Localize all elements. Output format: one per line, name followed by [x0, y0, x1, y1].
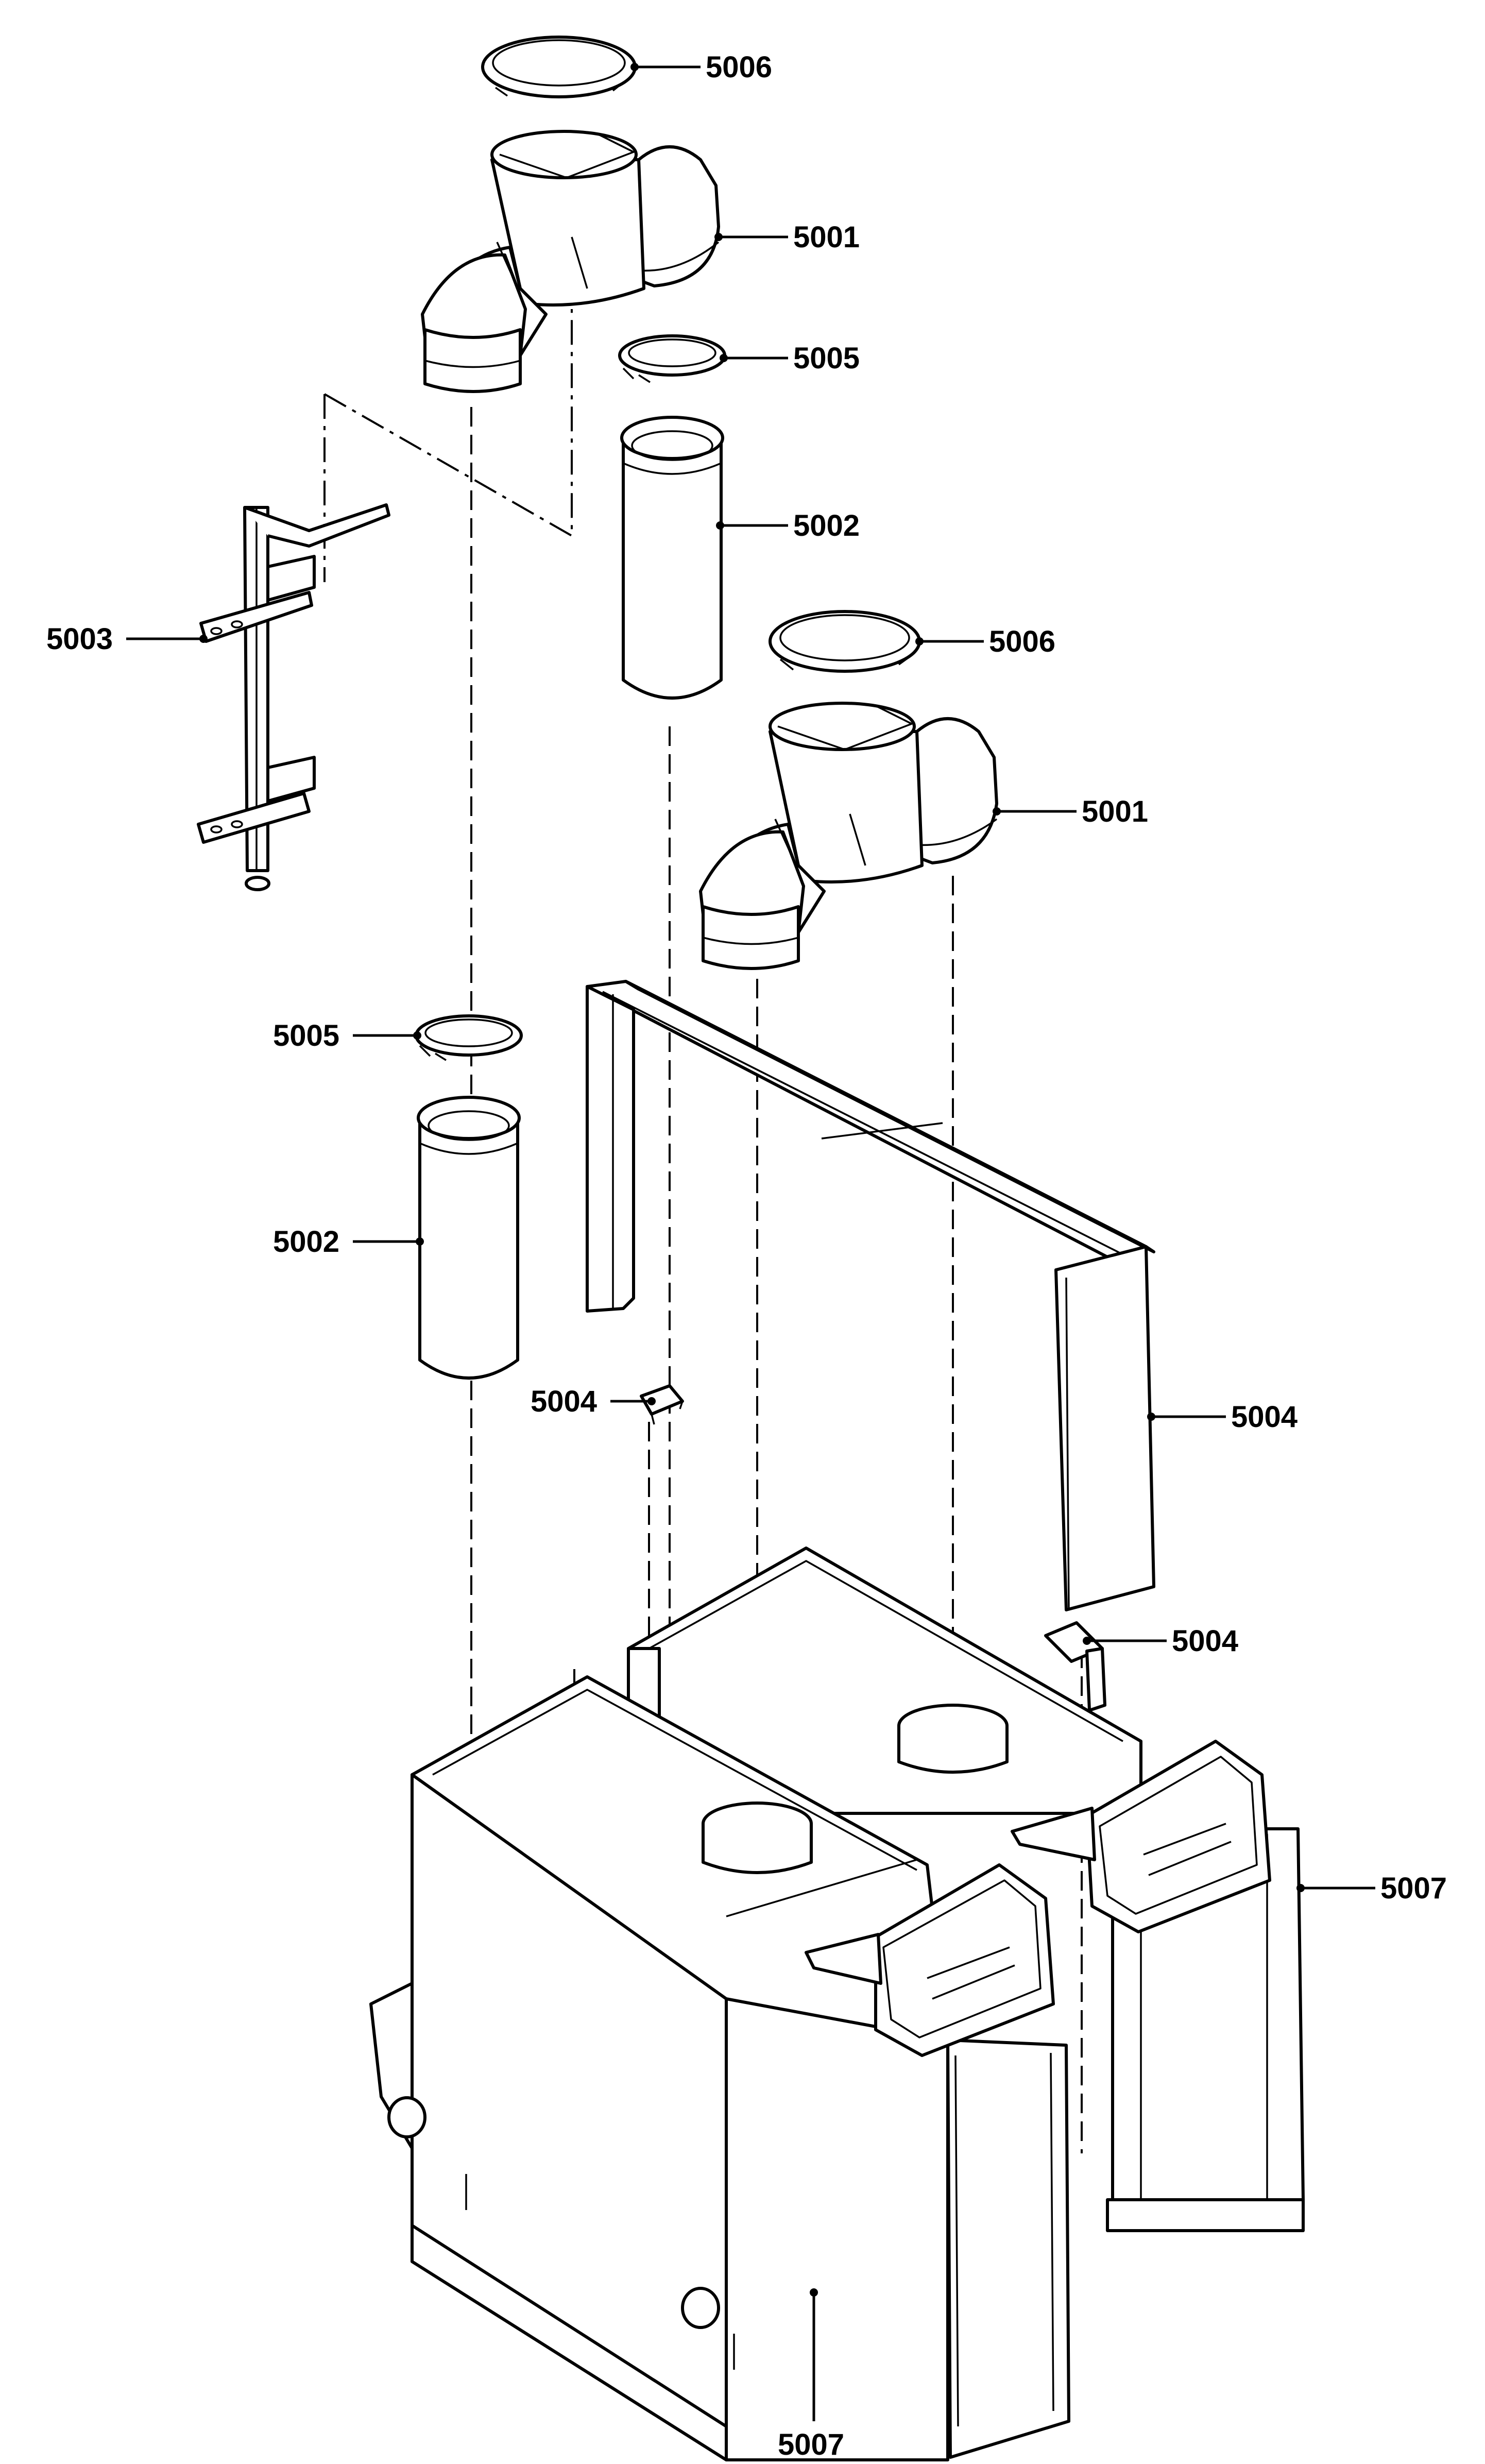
flue-pipe-lower — [417, 1096, 521, 1380]
callout-5002-lower: 5002 — [273, 1225, 424, 1259]
callout-5004-clip-right: 5004 — [1083, 1624, 1238, 1658]
flue-t-fitting-top — [421, 130, 720, 393]
callout-5002-upper: 5002 — [716, 509, 860, 542]
wall-bracket — [197, 503, 390, 891]
callout-label: 5004 — [1231, 1400, 1298, 1434]
callout-5005-lower: 5005 — [273, 1019, 421, 1052]
callout-label: 5001 — [793, 220, 860, 254]
boiler-unit-front — [369, 1675, 1070, 2461]
callout-5005-upper: 5005 — [720, 342, 860, 375]
callout-label: 5002 — [793, 509, 860, 542]
callout-label: 5005 — [793, 342, 860, 375]
cover-frame — [586, 980, 1155, 1611]
callout-5003: 5003 — [46, 622, 208, 656]
callout-label: 5007 — [1380, 1872, 1447, 1905]
callout-5001-middle: 5001 — [993, 795, 1148, 828]
flue-pipe-upper — [620, 416, 724, 700]
callout-5006-middle: 5006 — [915, 625, 1055, 658]
cover-clip-right — [1044, 1621, 1106, 1712]
callout-label: 5006 — [706, 50, 772, 84]
boiler-unit-rear — [627, 1547, 1305, 2232]
clamp-ring-upper — [618, 334, 726, 383]
callout-5007-front: 5007 — [778, 2288, 844, 2461]
callout-label: 5005 — [273, 1019, 339, 1052]
callout-5004-frame: 5004 — [1147, 1400, 1298, 1434]
clamp-ring-lower — [415, 1014, 523, 1061]
sealing-ring-top — [481, 36, 637, 98]
callout-label: 5007 — [778, 2428, 844, 2461]
flue-t-fitting-middle — [699, 702, 998, 970]
callout-label: 5006 — [989, 625, 1055, 658]
callout-5007-rear: 5007 — [1296, 1872, 1447, 1905]
callout-label: 5001 — [1082, 795, 1148, 828]
sealing-ring-middle — [769, 610, 921, 673]
callout-label: 5004 — [531, 1385, 597, 1418]
cover-clip-left — [640, 1384, 684, 1425]
callout-label: 5004 — [1172, 1624, 1238, 1658]
callout-label: 5002 — [273, 1225, 339, 1259]
callout-5004-clip-left: 5004 — [531, 1385, 656, 1418]
callout-5001-top: 5001 — [714, 220, 860, 254]
callout-label: 5003 — [46, 622, 113, 656]
callout-5006-top: 5006 — [630, 50, 772, 84]
